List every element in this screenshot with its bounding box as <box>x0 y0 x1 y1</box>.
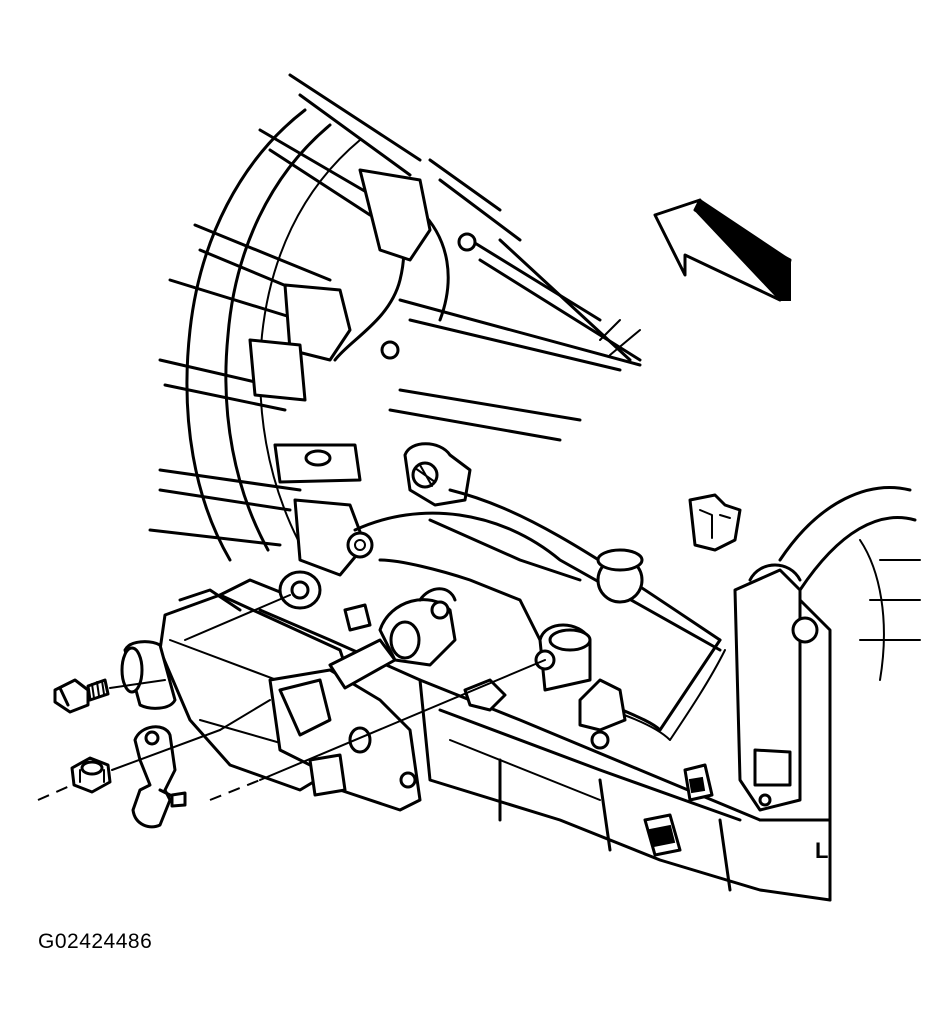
bracket-icon <box>131 725 187 829</box>
case-marking-letter: L <box>815 838 829 863</box>
bell-housing <box>148 73 642 577</box>
sensor-module-icon <box>158 570 457 812</box>
nut-icon <box>70 756 112 794</box>
figure-code: G02424486 <box>38 930 153 953</box>
leader-lines <box>37 594 546 801</box>
spacer-icon <box>120 640 177 710</box>
transmission-case <box>258 486 921 902</box>
front-direction-arrow-icon <box>653 198 792 302</box>
clip-icon <box>688 493 742 552</box>
wiring-harness <box>463 638 726 857</box>
bolt-icon <box>53 678 110 714</box>
